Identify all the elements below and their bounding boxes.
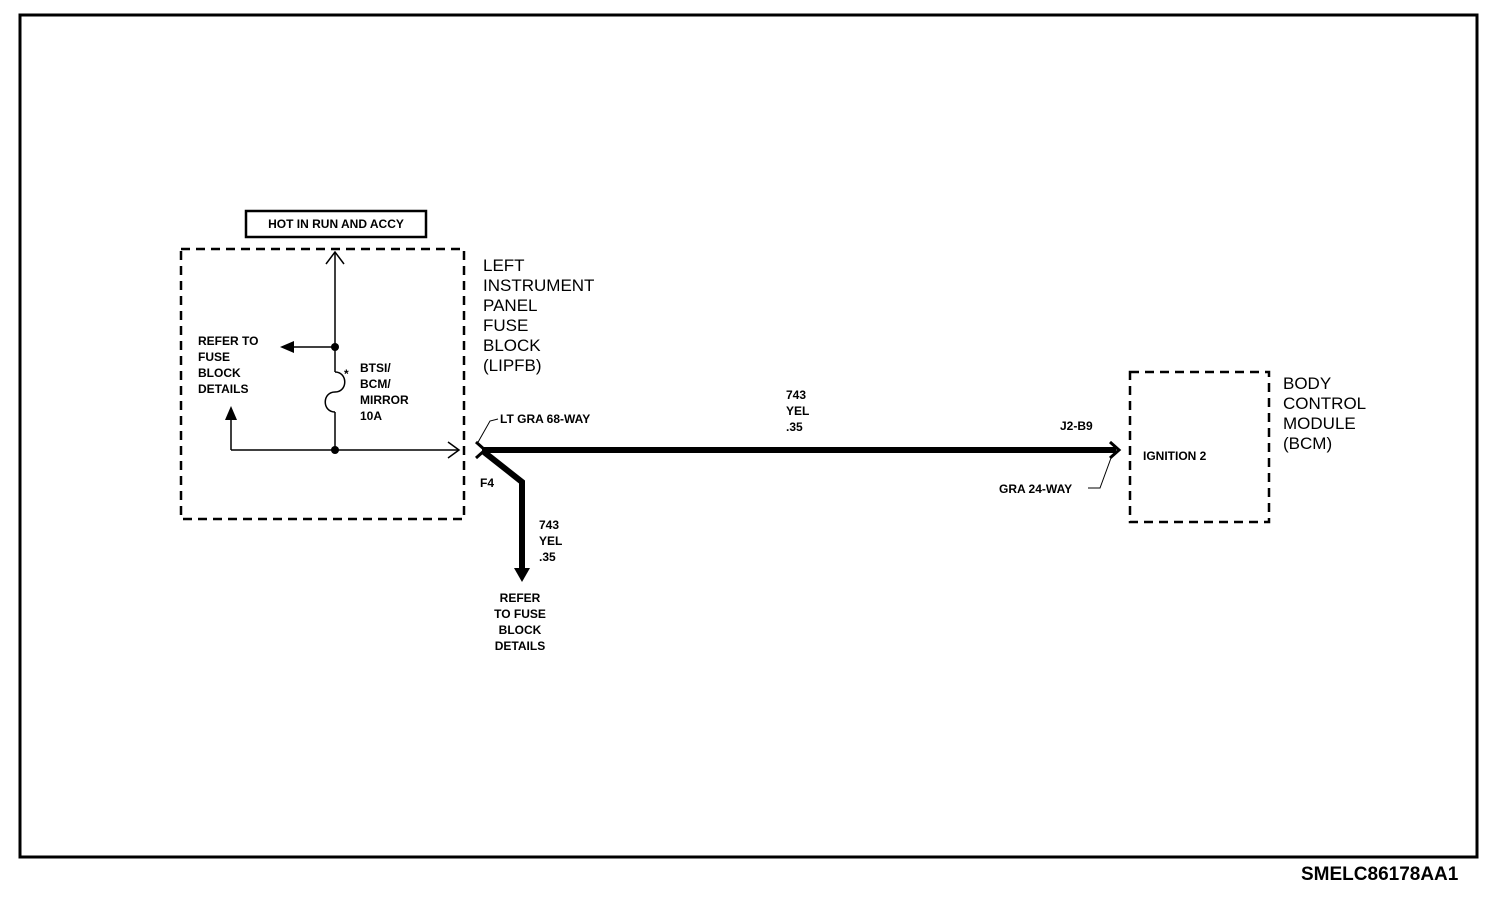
refer-left-line-text: FUSE: [198, 350, 231, 364]
fuse-block-name-line: PANEL: [483, 296, 538, 315]
fuse-block-name-line: (LIPFB): [483, 356, 542, 375]
connector-left-label: LT GRA 68-WAY: [500, 412, 591, 426]
fuse-star: *: [344, 367, 349, 381]
fuse-block-name-line: FUSE: [483, 316, 529, 335]
main-wire-color: YEL: [786, 404, 810, 418]
fuse-block-name: LEFT INSTRUMENT PANEL FUSE BLOCK (LIPFB): [483, 256, 594, 376]
main-wire-label: 743 YEL .35: [786, 387, 809, 435]
diagram-frame: [18, 13, 1479, 859]
fuse-label-line: BCM/: [360, 377, 391, 391]
hot-in-run-box: [244, 209, 428, 239]
refer-left-line-text: BLOCK: [198, 366, 241, 380]
branch-wire-gauge: .35: [539, 550, 556, 564]
fuse-symbol: [324, 371, 346, 413]
fuse-label-line: 10A: [360, 409, 383, 423]
connector-right-pin: J2-B9: [1060, 419, 1093, 433]
bcm-name-line: (BCM): [1283, 434, 1333, 453]
branch-wire-arrow: [514, 568, 530, 582]
fuse-label: BTSI/ BCM/ MIRROR 10A: [360, 360, 409, 424]
bcm-outline: [1128, 370, 1271, 524]
branch-wire: [482, 449, 525, 570]
refer-bottom-label: REFER TO FUSE BLOCK DETAILS: [470, 590, 570, 654]
main-wire-circuit: 743: [786, 388, 807, 402]
feed-arrow: [325, 250, 345, 265]
hot-in-run-label: HOT IN RUN AND ACCY: [268, 217, 404, 231]
refer-up-arrow: [225, 406, 237, 420]
refer-bottom-line-text: TO FUSE: [494, 607, 546, 621]
branch-wire-label: 743 YEL .35: [539, 517, 562, 565]
bcm-name-line: MODULE: [1283, 414, 1356, 433]
fuse-block-name-line: BLOCK: [483, 336, 541, 355]
connector-right-label: GRA 24-WAY: [999, 482, 1073, 496]
refer-left-label: REFER TO FUSE BLOCK DETAILS: [198, 333, 258, 397]
refer-bottom-line-text: DETAILS: [494, 639, 546, 653]
connector-left-leader: [476, 418, 499, 445]
bcm-name: BODY CONTROL MODULE (BCM): [1283, 374, 1366, 454]
fuse-block-outline: [179, 247, 466, 521]
branch-wire-circuit: 743: [539, 518, 560, 532]
refer-left-arrow: [280, 341, 294, 353]
bcm-name-line: BODY: [1283, 374, 1332, 393]
connector-right-chevron: [1109, 440, 1122, 460]
refer-bottom-line-text: REFER: [499, 591, 541, 605]
main-wire-gauge: .35: [786, 420, 803, 434]
bus-arrow-right: [447, 441, 461, 459]
refer-bottom-line-text: BLOCK: [498, 623, 542, 637]
fuse-block-name-line: INSTRUMENT: [483, 276, 595, 295]
bcm-name-line: CONTROL: [1283, 394, 1367, 413]
refer-left-line-text: DETAILS: [198, 382, 249, 396]
bcm-terminal: IGNITION 2: [1143, 449, 1207, 463]
branch-wire-color: YEL: [539, 534, 563, 548]
fuse-block-name-line: LEFT: [483, 256, 525, 275]
fuse-label-line: MIRROR: [360, 393, 409, 407]
connector-left-pin: F4: [480, 476, 495, 490]
connector-right-leader: [1088, 457, 1112, 489]
refer-left-line-text: REFER TO: [198, 334, 259, 348]
drawing-id: SMELC86178AA1: [1301, 864, 1459, 885]
fuse-label-line: BTSI/: [360, 361, 391, 375]
